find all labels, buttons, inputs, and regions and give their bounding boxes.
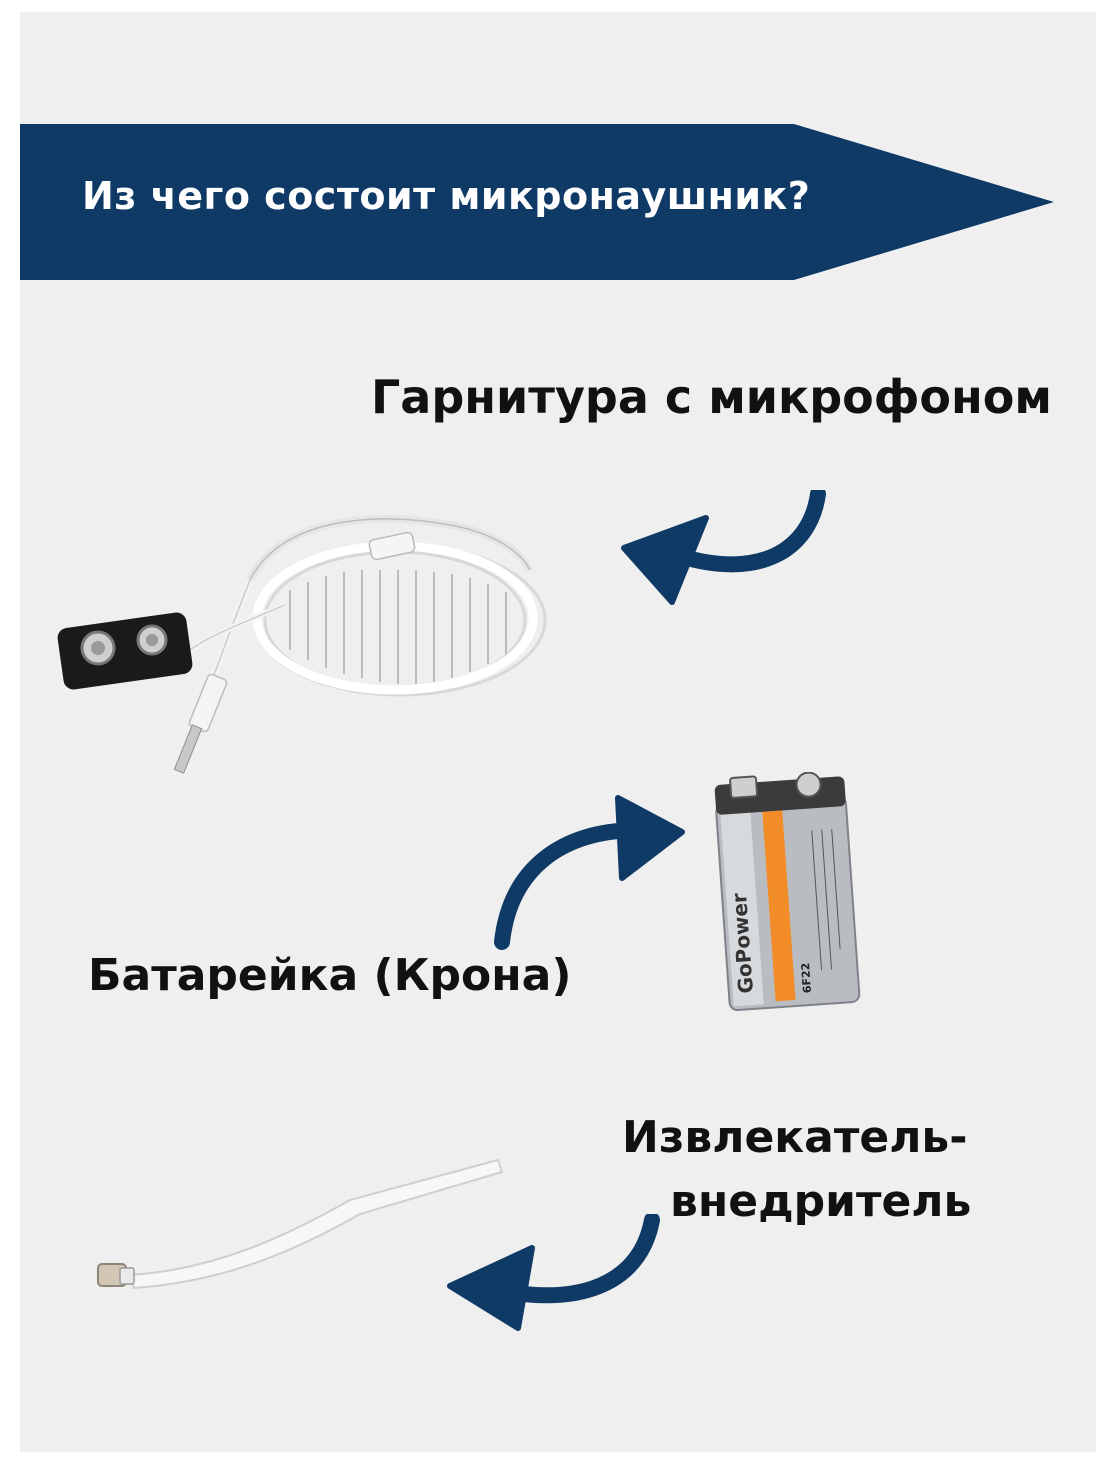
battery-image: GoPower 6F22 <box>714 772 861 1012</box>
page-title: Из чего состоит микронаушник? <box>82 174 811 218</box>
extractor-label-line2: внедритель <box>670 1176 972 1227</box>
headset-image <box>57 514 547 774</box>
battery-model-text: 6F22 <box>799 962 814 993</box>
extractor-label: Извлекатель- внедритель <box>622 1106 971 1234</box>
curved-arrow-left-icon <box>621 490 826 605</box>
title-banner: Из чего состоит микронаушник? <box>20 124 1054 280</box>
battery-label: Батарейка (Крона) <box>88 950 572 1001</box>
banner-shape <box>20 124 1054 280</box>
extractor-image <box>97 1158 504 1290</box>
curved-arrow-left-bottom-icon <box>447 1214 660 1331</box>
headset-label: Гарнитура с микрофоном <box>370 370 1052 424</box>
curved-arrow-right-icon <box>494 795 685 950</box>
extractor-label-line1: Извлекатель- <box>622 1112 968 1163</box>
